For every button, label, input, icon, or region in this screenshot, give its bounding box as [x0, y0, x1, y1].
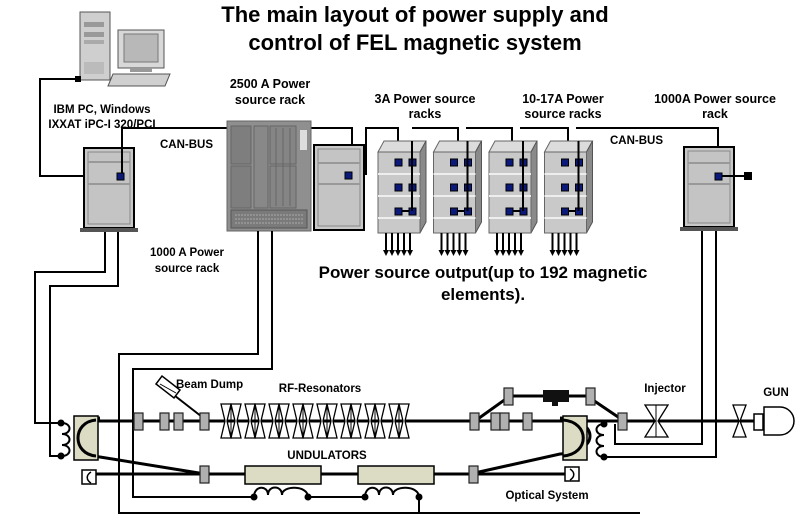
pc-label-line-1: IBM PC, Windows: [53, 104, 150, 116]
undulator-2: [357, 465, 435, 485]
power-cable: [614, 231, 703, 445]
connector-icon: [394, 183, 403, 192]
pc-cable: [39, 78, 120, 177]
title-line-1: The main layout of power supply and: [221, 2, 608, 27]
canbus-label-left: CAN-BUS: [160, 139, 213, 151]
beamline: [76, 394, 780, 476]
rf-resonators-label: RF-Resonators: [279, 383, 361, 395]
rack-1000a-right: [680, 146, 738, 231]
quadrupole-magnet-icon: [503, 387, 514, 406]
title-line-2: control of FEL magnetic system: [248, 30, 581, 55]
rf-cavity-icon: [364, 403, 386, 439]
rack-10-17a-label-2: source racks: [524, 107, 601, 121]
injector-label: Injector: [644, 383, 686, 395]
connector-icon: [450, 207, 458, 216]
quadrupole-magnet-icon: [173, 412, 184, 431]
connector-icon: [561, 207, 569, 216]
rack-2500a-label-2: source rack: [235, 93, 305, 107]
rf-cavity-icon: [268, 403, 290, 439]
rack-3a-label-2: racks: [409, 107, 442, 121]
quadrupole-magnet-icon: [133, 412, 144, 431]
undulator-1: [244, 465, 322, 485]
connector-icon: [450, 183, 458, 192]
pc-workstation-icon: [79, 11, 171, 87]
quadrupole-magnet-icon: [617, 412, 628, 431]
optical-system-label: Optical System: [505, 490, 588, 502]
canbus-label-right: CAN-BUS: [610, 135, 663, 147]
rf-cavity-icon: [316, 403, 338, 439]
connector-icon: [505, 158, 514, 167]
power-source-rack: [488, 140, 538, 256]
gun-label: GUN: [763, 387, 789, 399]
rf-cavity-icon: [244, 403, 266, 439]
rack-2500a-label-1: 2500 A Power: [230, 77, 311, 91]
coil-left-icon: [57, 419, 71, 460]
chicane-dipole-icon: [543, 390, 569, 406]
power-cable: [34, 232, 106, 424]
quadrupole-magnet-icon: [469, 412, 480, 431]
connector-icon: [116, 172, 125, 181]
rf-cavity-icon: [292, 403, 314, 439]
injector-cavity-icon: [643, 404, 670, 438]
rf-cavity-icon: [220, 403, 242, 439]
rack-2500a: [226, 120, 312, 232]
pc-label-line-2: IXXAT iPC-I 320/PCI: [48, 119, 155, 131]
quadrupole-magnet-icon: [468, 465, 479, 484]
mirror-left-icon: [81, 469, 97, 485]
power-cable-2500a: [132, 231, 273, 498]
gun-solenoid-icon: [732, 404, 747, 438]
terminator-icon: [744, 172, 752, 180]
gun-icon: [763, 406, 795, 436]
quadrupole-magnet-icon: [199, 465, 210, 484]
connector-icon: [505, 183, 514, 192]
quadrupole-magnet-icon: [490, 412, 501, 431]
output-label-1: Power source output(up to 192 magnetic: [319, 263, 648, 282]
power-source-rack: [432, 140, 483, 256]
power-source-rack: [543, 140, 594, 256]
rack-1000a-left-label-2: source rack: [155, 263, 220, 275]
connector-icon: [505, 207, 514, 216]
rack-1000a-right-label-2: rack: [702, 107, 728, 121]
power-source-rack: [377, 140, 427, 256]
quadrupole-magnet-icon: [159, 412, 170, 431]
power-cable: [49, 232, 119, 457]
connector-icon: [394, 158, 403, 167]
power-cable-2500a: [118, 231, 640, 514]
connector-icon: [394, 207, 403, 216]
rack-10-17a-label-1: 10-17A Power: [522, 92, 604, 106]
quadrupole-magnet-icon: [522, 412, 533, 431]
power-cable: [606, 231, 717, 458]
rack-1000a-left: [80, 147, 138, 232]
connector-icon: [714, 172, 723, 181]
output-label-2: elements).: [441, 285, 525, 304]
undulators-label: UNDULATORS: [287, 450, 367, 462]
undulator-coil-icon: [250, 486, 423, 513]
connector-icon: [344, 171, 353, 180]
rack-1000a-right-label-1: 1000A Power source: [654, 92, 776, 106]
coil-right-icon: [595, 420, 608, 461]
gun-cathode-icon: [753, 413, 764, 431]
rack-3a-label-1: 3A Power source: [375, 92, 476, 106]
connector-icon: [450, 158, 458, 167]
rack-1000a-left-label-1: 1000 A Power: [150, 247, 224, 259]
connector-icon: [561, 183, 569, 192]
rack-3a-cabinet: [313, 144, 365, 231]
quadrupole-magnet-icon: [585, 387, 596, 406]
quadrupole-magnet-icon: [199, 412, 210, 431]
rf-cavity-icon: [340, 403, 362, 439]
connector-icon: [561, 158, 569, 167]
quadrupole-magnet-icon: [499, 412, 510, 431]
beam-dump-label: Beam Dump: [176, 379, 243, 391]
rf-cavity-icon: [388, 403, 410, 439]
